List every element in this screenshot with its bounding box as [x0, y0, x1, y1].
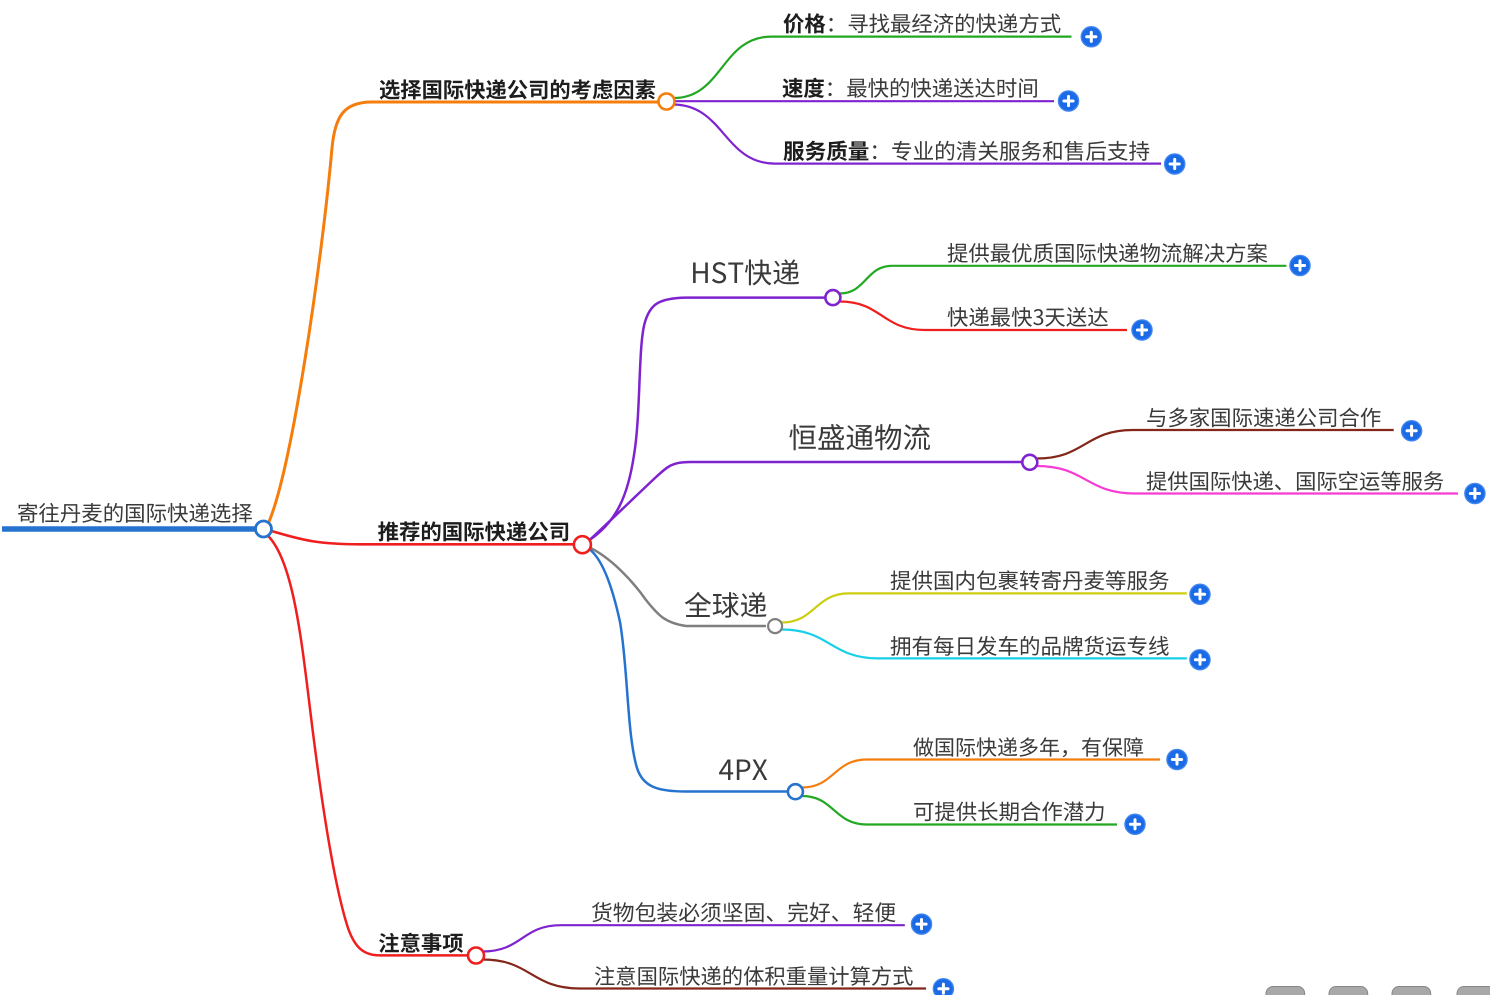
svg-text:可提供长期合作潜力: 可提供长期合作潜力 [913, 796, 1106, 827]
svg-text:推荐的国际快递公司: 推荐的国际快递公司 [378, 516, 571, 547]
svg-text:注意事项: 注意事项 [378, 927, 463, 958]
svg-text:全球递: 全球递 [684, 585, 767, 625]
svg-text:提供国际快递、国际空运等服务: 提供国际快递、国际空运等服务 [1146, 465, 1444, 496]
svg-text:选择国际快递公司的考虑因素: 选择国际快递公司的考虑因素 [379, 73, 656, 104]
svg-text:4PX: 4PX [719, 749, 768, 789]
svg-text:速度：最快的快递送达时间: 速度：最快的快递送达时间 [782, 72, 1039, 103]
svg-text:货物包装必须坚固、完好、轻便: 货物包装必须坚固、完好、轻便 [591, 896, 896, 927]
svg-text:与多家国际速递公司合作: 与多家国际速递公司合作 [1146, 401, 1381, 432]
svg-text:服务质量：专业的清关服务和售后支持: 服务质量：专业的清关服务和售后支持 [783, 135, 1150, 166]
svg-text:HST快递: HST快递 [690, 252, 800, 292]
svg-text:拥有每日发车的品牌货运专线: 拥有每日发车的品牌货运专线 [890, 630, 1170, 661]
svg-text:恒盛通物流: 恒盛通物流 [789, 416, 932, 457]
svg-text:提供国内包裹转寄丹麦等服务: 提供国内包裹转寄丹麦等服务 [890, 565, 1170, 596]
svg-text:价格：寻找最经济的快递方式: 价格：寻找最经济的快递方式 [783, 7, 1061, 38]
svg-text:注意国际快递的体积重量计算方式: 注意国际快递的体积重量计算方式 [594, 960, 913, 991]
svg-text:快递最快3天送达: 快递最快3天送达 [947, 301, 1109, 332]
svg-text:做国际快递多年，有保障: 做国际快递多年，有保障 [913, 732, 1144, 762]
svg-text:寄往丹麦的国际快递选择: 寄往丹麦的国际快递选择 [17, 497, 253, 528]
svg-text:提供最优质国际快递物流解决方案: 提供最优质国际快递物流解决方案 [947, 237, 1268, 268]
